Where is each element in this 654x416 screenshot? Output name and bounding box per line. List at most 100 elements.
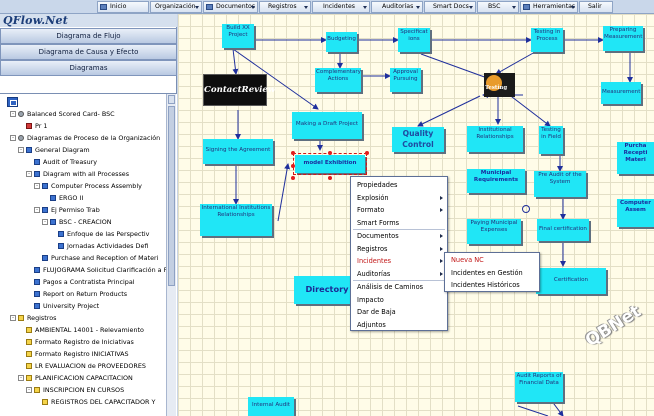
- node-preparing-measurement[interactable]: Preparing Measurement: [603, 26, 643, 51]
- tree-node[interactable]: -BSC - CREACION: [0, 217, 166, 227]
- tree-toggle-icon[interactable]: -: [26, 171, 32, 177]
- tree-node[interactable]: REGISTROS DEL CAPACITADOR Y: [0, 397, 166, 407]
- menu-registros[interactable]: Registros: [259, 1, 311, 13]
- node-model-exhibition[interactable]: model Exhibition: [293, 153, 367, 175]
- tree-node[interactable]: -Computer Process Assembly: [0, 181, 166, 191]
- tree-toggle-icon[interactable]: -: [10, 111, 16, 117]
- node-international-institutions[interactable]: International Institutions Relationships: [200, 204, 272, 236]
- tree-node[interactable]: Audit of Treasury: [0, 157, 166, 167]
- node-internal-audit[interactable]: Internal Audit: [248, 397, 294, 416]
- context-menu-item[interactable]: Registros: [352, 243, 446, 255]
- node-audit-reports[interactable]: Audit Reports of Financial Data: [515, 372, 563, 402]
- tree-toggle-icon[interactable]: -: [18, 147, 24, 153]
- tree-node[interactable]: Formato Registro de Iniciativas: [0, 337, 166, 347]
- node-testing-in-field[interactable]: Testing in Field: [539, 126, 563, 154]
- tree-node[interactable]: Report on Return Products: [0, 289, 166, 299]
- menu-herramientas[interactable]: Herramientas: [520, 1, 578, 13]
- context-menu-item[interactable]: Documentos: [352, 230, 446, 242]
- context-menu-item[interactable]: Adjuntos: [357, 320, 386, 329]
- tree-node[interactable]: -Diagram with all Processes: [0, 169, 166, 179]
- tree-root-icon[interactable]: [7, 97, 18, 107]
- menu-organizacion[interactable]: Organización: [150, 1, 202, 13]
- submenu-item[interactable]: Incidentes en Gestión: [451, 268, 523, 277]
- tree-node[interactable]: AMBIENTAL 14001 - Relevamiento: [0, 325, 166, 335]
- tree-node[interactable]: -Registros: [0, 313, 166, 323]
- menu-inicio[interactable]: Inicio: [97, 1, 149, 13]
- tree-toggle-icon[interactable]: -: [18, 375, 24, 381]
- tree-toggle-icon[interactable]: -: [26, 387, 32, 393]
- node-certification[interactable]: Certification: [536, 268, 606, 294]
- scroll-thumb[interactable]: [168, 106, 175, 286]
- nav-diagrama-de-flujo[interactable]: Diagrama de Flujo: [0, 28, 177, 44]
- tree-scrollbar[interactable]: [166, 94, 176, 416]
- tree-node[interactable]: -INSCRIPCION EN CURSOS: [0, 385, 166, 395]
- context-menu-item[interactable]: Explosión: [352, 192, 446, 204]
- tree-toggle-icon[interactable]: -: [10, 135, 16, 141]
- node-testing-in-process[interactable]: Testing in Process: [531, 28, 563, 52]
- nav-diagrama-causa-efecto[interactable]: Diagrama de Causa y Efecto: [0, 44, 177, 60]
- node-final-certification[interactable]: Final certification: [537, 219, 589, 241]
- tree-node[interactable]: Pr 1: [0, 121, 166, 131]
- node-budgeting[interactable]: Budgeting: [326, 32, 357, 52]
- tree-node[interactable]: -Diagramas de Proceso de la Organización: [0, 133, 166, 143]
- selection-handle[interactable]: [291, 176, 295, 180]
- tree-node[interactable]: Purchase and Reception of Materi: [0, 253, 166, 263]
- selection-handle[interactable]: [328, 176, 332, 180]
- tree-node[interactable]: -Ej Permiso Trab: [0, 205, 166, 215]
- node-municipal-requirements[interactable]: Municipal Requirements: [467, 169, 525, 193]
- submenu-item[interactable]: Nueva NC: [451, 256, 484, 264]
- menu-salir[interactable]: Salir: [579, 1, 613, 13]
- selection-handle[interactable]: [328, 151, 332, 155]
- node-institutional-relationships[interactable]: Institutional Relationships: [467, 126, 523, 152]
- node-directory-task[interactable]: Directory Task: [294, 276, 360, 304]
- contact-review-image[interactable]: ContactReview: [203, 74, 275, 106]
- tree-node[interactable]: -General Diagram: [0, 145, 166, 155]
- node-purchase-reception[interactable]: Purcha Recepti Materi: [617, 142, 654, 174]
- menu-incidentes[interactable]: Incidentes: [312, 1, 370, 13]
- node-computer-assembly[interactable]: Computer Assem: [617, 199, 654, 227]
- node-specifications[interactable]: Specificat ions: [398, 28, 430, 52]
- tree-node[interactable]: FLUJOGRAMA Solicitud Clarificación a F: [0, 265, 166, 275]
- selection-handle[interactable]: [291, 151, 295, 155]
- tree-node[interactable]: Jornadas Actividades Defi: [0, 241, 166, 251]
- node-making-draft-project[interactable]: Making a Draft Project: [292, 112, 362, 139]
- tree-node[interactable]: -PLANIFICACION CAPACITACION: [0, 373, 166, 383]
- nav-diagramas[interactable]: Diagramas: [0, 60, 177, 76]
- menu-bsc[interactable]: BSC: [477, 1, 519, 13]
- tree-node[interactable]: -Balanced Scored Card- BSC: [0, 109, 166, 119]
- selection-handle[interactable]: [365, 151, 369, 155]
- tree-toggle-icon[interactable]: -: [34, 183, 40, 189]
- node-quality-control[interactable]: Quality Control: [392, 127, 444, 152]
- tree-toggle-icon[interactable]: -: [42, 219, 48, 225]
- node-complementary-actions[interactable]: Complementary Actions: [315, 68, 361, 92]
- selection-handle[interactable]: [291, 164, 295, 168]
- node-build-xx-project[interactable]: Build XX Project: [222, 24, 254, 48]
- tree-node[interactable]: ERGO II: [0, 193, 166, 203]
- submenu-item[interactable]: Incidentes Históricos: [451, 281, 520, 289]
- context-menu-item[interactable]: Auditorías: [352, 268, 446, 280]
- node-paying-municipal-expenses[interactable]: Paying Municipal Expenses: [467, 219, 521, 244]
- tree-node[interactable]: University Project: [0, 301, 166, 311]
- tree-toggle-icon[interactable]: -: [34, 207, 40, 213]
- menu-auditorias[interactable]: Auditorías: [371, 1, 423, 13]
- node-measurement[interactable]: Measurement: [601, 82, 641, 104]
- context-menu-item[interactable]: Incidentes: [352, 255, 446, 267]
- tree-node[interactable]: Formato Registro INICIATIVAS: [0, 349, 166, 359]
- context-menu-item[interactable]: Análisis de Caminos: [357, 283, 424, 291]
- menu-documentos[interactable]: Documentos: [203, 1, 258, 13]
- tree-toggle-icon[interactable]: -: [10, 315, 16, 321]
- node-pre-audit[interactable]: Pre Audit of the System: [534, 171, 586, 197]
- tree-node[interactable]: Enfoque de las Perspectiv: [0, 229, 166, 239]
- tree-node[interactable]: Pagos a Contratista Principal: [0, 277, 166, 287]
- context-menu-item[interactable]: Impacto: [357, 295, 384, 304]
- menu-smart-docs[interactable]: Smart Docs: [424, 1, 476, 13]
- node-signing-agreement[interactable]: Signing the Agreement: [203, 139, 273, 164]
- node-approval-pursuing[interactable]: Approval Pursuing: [390, 68, 421, 92]
- testing-image[interactable]: Testing: [484, 73, 515, 97]
- context-menu-item[interactable]: Smart Forms: [357, 218, 400, 227]
- scroll-up-arrow[interactable]: [168, 95, 175, 104]
- context-menu-item[interactable]: Formato: [352, 204, 446, 216]
- tree-node[interactable]: LR EVALUACION de PROVEEDORES: [0, 361, 166, 371]
- context-menu-item[interactable]: Propiedades: [357, 181, 398, 189]
- context-menu-item[interactable]: Dar de Baja: [357, 308, 396, 316]
